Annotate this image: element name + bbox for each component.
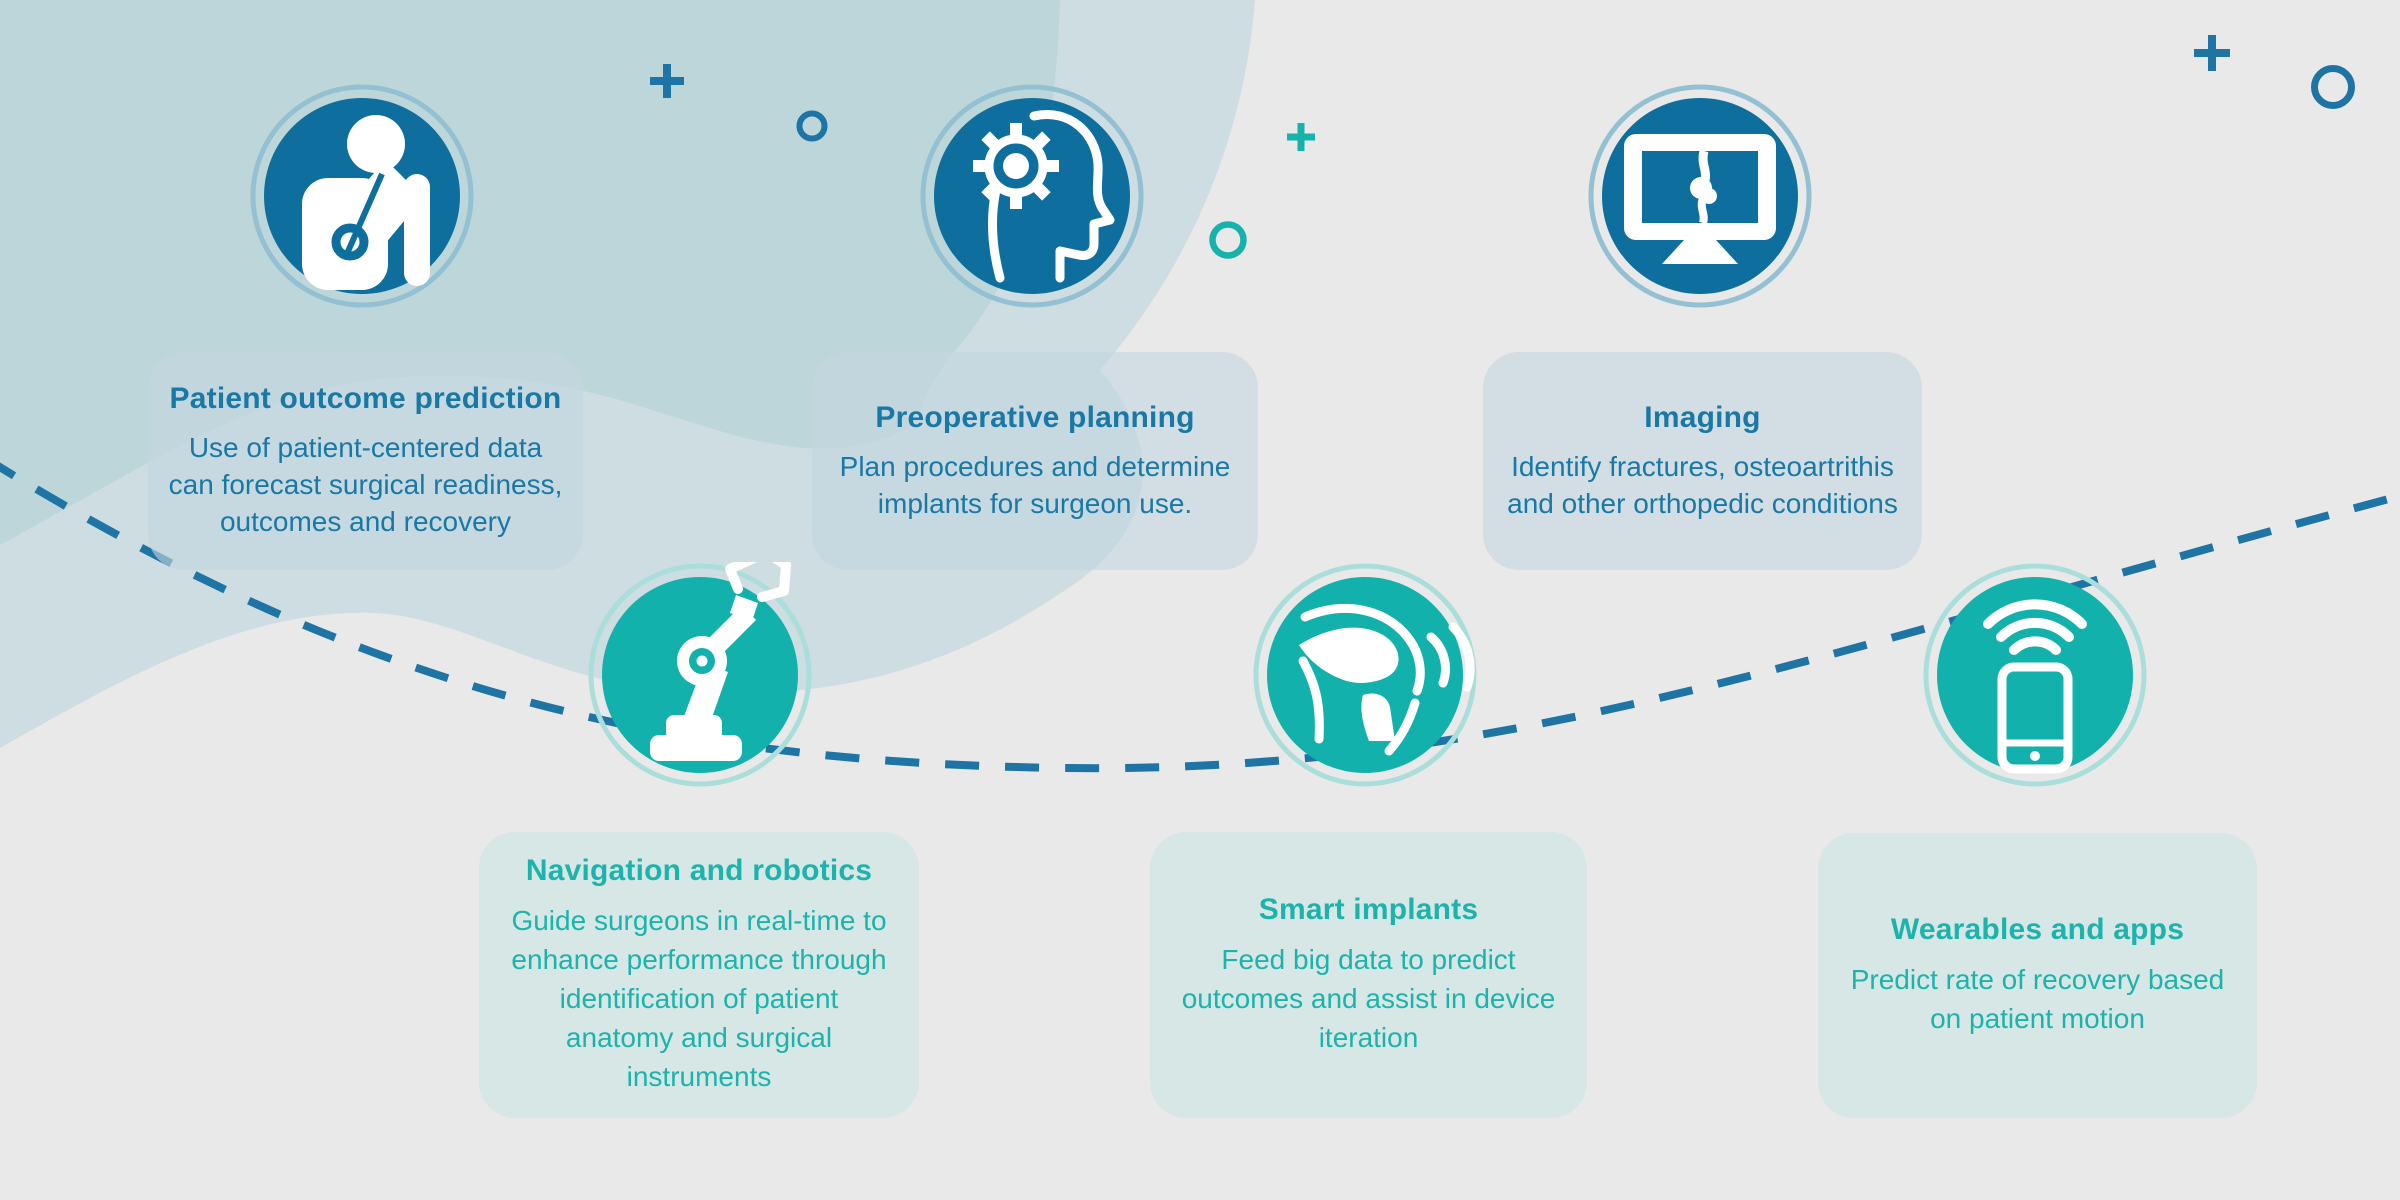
dashed-trajectory-line xyxy=(0,462,2400,773)
monitor-xray-icon xyxy=(1587,83,1813,309)
patient-arm-sling-icon xyxy=(249,83,475,309)
card-body: Predict rate of recovery based on patien… xyxy=(1850,964,2225,1034)
card-title: Smart implants xyxy=(1258,893,1479,926)
card-body: Guide surgeons in real-time to enhance p… xyxy=(511,905,887,1092)
teal-blob xyxy=(0,0,1060,545)
wearable-phone-icon xyxy=(1922,562,2148,788)
knee-joint-icon xyxy=(1252,562,1478,788)
card-smart-implants: Smart implants Feed big data to predict … xyxy=(1150,832,1587,1118)
card-title: Patient outcome prediction xyxy=(169,382,562,415)
card-body: Identify fractures, osteoartrithis and o… xyxy=(1507,450,1898,519)
card-imaging: Imaging Identify fractures, osteoartrith… xyxy=(1483,352,1922,570)
card-title: Wearables and apps xyxy=(1890,913,2185,946)
card-title: Imaging xyxy=(1644,400,1761,434)
robotic-arm-icon xyxy=(587,562,813,788)
card-body: Feed big data to predict outcomes and as… xyxy=(1181,944,1556,1053)
plus-mark-icon xyxy=(650,64,684,98)
card-navigation-and-robotics: Navigation and robotics Guide surgeons i… xyxy=(479,832,919,1118)
circle-mark-icon xyxy=(1209,221,1247,259)
card-body: Plan procedures and determine implants f… xyxy=(839,450,1231,519)
head-gear-icon xyxy=(919,83,1145,309)
card-preoperative-planning: Preoperative planning Plan procedures an… xyxy=(812,352,1258,570)
card-title: Navigation and robotics xyxy=(525,854,873,887)
card-patient-outcome-prediction: Patient outcome prediction Use of patien… xyxy=(148,352,583,570)
card-wearables-and-apps: Wearables and apps Predict rate of recov… xyxy=(1818,833,2257,1118)
circle-mark-icon xyxy=(2311,65,2355,109)
circle-mark-icon xyxy=(796,110,828,142)
plus-mark-icon xyxy=(1287,123,1315,151)
card-body: Use of patient-centered data can forecas… xyxy=(168,432,563,537)
card-title: Preoperative planning xyxy=(875,400,1195,434)
plus-mark-icon xyxy=(2194,35,2230,71)
